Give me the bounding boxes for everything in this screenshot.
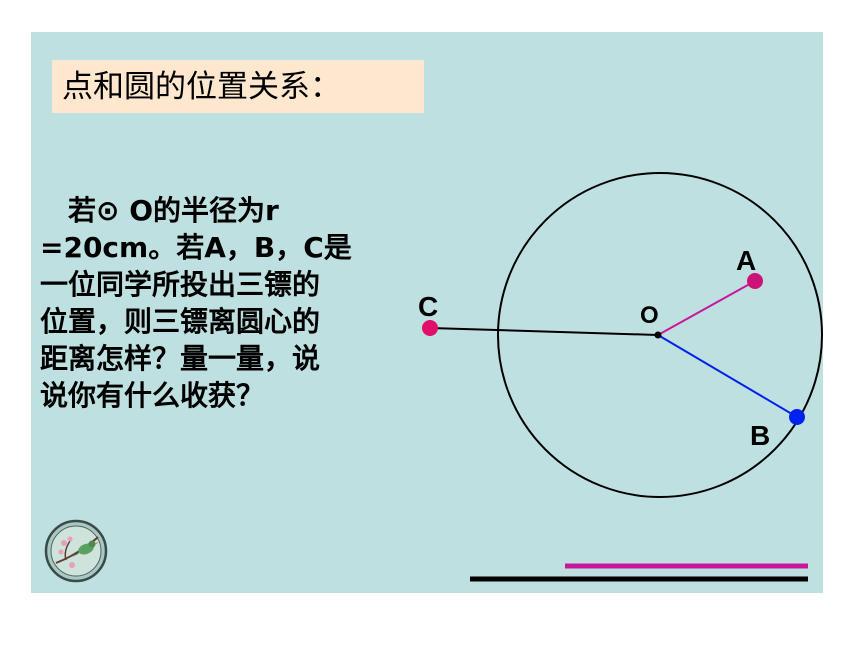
circle-outline xyxy=(497,172,823,498)
label-b: B xyxy=(750,420,770,451)
point-c xyxy=(422,320,438,336)
segment-oc xyxy=(429,327,659,336)
problem-line-3: 一位同学所投出三镖的 xyxy=(40,268,321,301)
segment-ob xyxy=(657,334,798,418)
problem-line-5: 距离怎样？量一量，说 xyxy=(40,342,321,375)
problem-line-1: 若⊙ O的半径为r xyxy=(40,194,279,227)
center-point-o xyxy=(654,331,662,339)
label-a: A xyxy=(736,245,756,276)
title-box xyxy=(52,60,424,113)
point-a xyxy=(747,273,763,289)
label-o: O xyxy=(640,302,659,329)
bird-on-branch-seal-icon xyxy=(44,519,108,583)
point-b xyxy=(789,409,805,425)
segment-oa xyxy=(657,280,756,336)
problem-line-2: =20cm。若A，B，C是 xyxy=(40,231,352,264)
label-c: C xyxy=(418,291,438,322)
problem-line-6: 说你有什么收获？ xyxy=(40,379,265,412)
problem-text: 若⊙ O的半径为r =20cm。若A，B，C是 一位同学所投出三镖的 位置，则三… xyxy=(40,192,390,414)
problem-line-4: 位置，则三镖离圆心的 xyxy=(40,305,321,338)
slide-title: 点和圆的位置关系： xyxy=(62,69,341,105)
slide-background xyxy=(31,32,823,593)
